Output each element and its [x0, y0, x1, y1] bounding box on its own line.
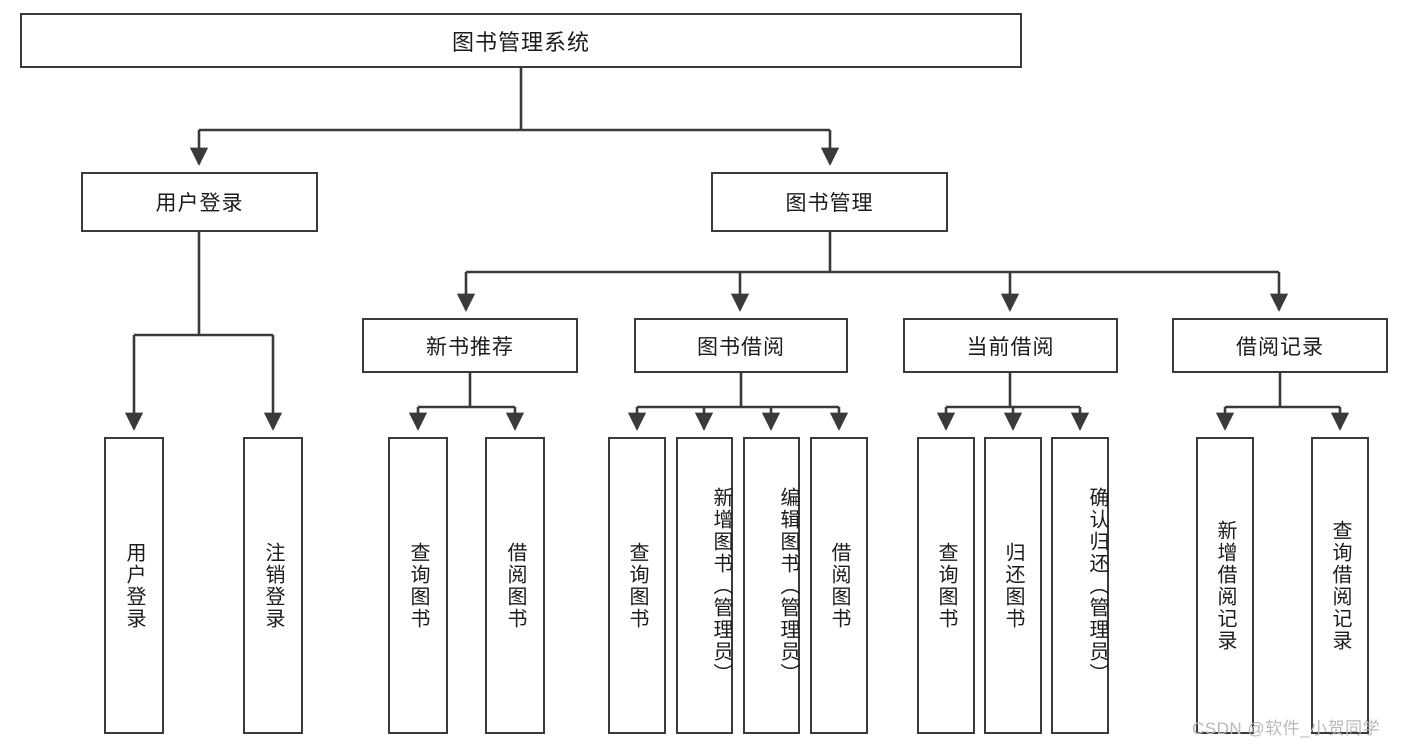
node-book-manage[interactable]: 图书管理 — [711, 172, 948, 232]
node-label: 查询借阅记录 — [1329, 519, 1351, 652]
node-label: 新增借阅记录 — [1214, 519, 1236, 652]
node-leaf-borrow-book[interactable]: 借阅图书 — [810, 437, 868, 734]
node-borrow-record[interactable]: 借阅记录 — [1172, 318, 1388, 373]
node-label: 用户登录 — [155, 192, 244, 215]
node-leaf-add-borrow-record[interactable]: 新增借阅记录 — [1196, 437, 1254, 734]
node-label: 注销登录 — [262, 541, 284, 630]
node-leaf-query-book-rec[interactable]: 查询图书 — [388, 437, 448, 734]
node-label: 借阅图书 — [504, 541, 526, 630]
node-label: 图书管理 — [785, 192, 874, 215]
node-leaf-query-book-current[interactable]: 查询图书 — [917, 437, 975, 734]
node-book-borrow[interactable]: 图书借阅 — [634, 318, 848, 373]
node-label: 新书推荐 — [426, 335, 514, 359]
node-label: 查询图书 — [935, 541, 957, 630]
node-new-book-recommend[interactable]: 新书推荐 — [362, 318, 578, 373]
node-leaf-query-book-borrow[interactable]: 查询图书 — [608, 437, 666, 734]
node-leaf-add-book-admin[interactable]: 新增图书（管理员） — [676, 437, 733, 734]
node-label: 查询图书 — [407, 541, 429, 630]
node-leaf-query-borrow-record[interactable]: 查询借阅记录 — [1311, 437, 1369, 734]
node-leaf-return-book[interactable]: 归还图书 — [984, 437, 1042, 734]
node-user-login[interactable]: 用户登录 — [81, 172, 318, 232]
node-leaf-logout[interactable]: 注销登录 — [243, 437, 303, 734]
node-label: 归还图书 — [1002, 541, 1024, 630]
node-label: 当前借阅 — [966, 335, 1055, 359]
node-root-system[interactable]: 图书管理系统 — [20, 13, 1022, 68]
node-leaf-user-login[interactable]: 用户登录 — [104, 437, 164, 734]
node-leaf-borrow-book-rec[interactable]: 借阅图书 — [485, 437, 545, 734]
node-label: 借阅记录 — [1236, 335, 1324, 359]
csdn-watermark: CSDN @软件_小贺同学 — [1192, 719, 1381, 738]
node-label: 查询图书 — [626, 541, 648, 630]
node-label: 借阅图书 — [828, 541, 850, 630]
node-label: 编辑图书（管理员） — [777, 486, 799, 685]
node-current-borrow[interactable]: 当前借阅 — [903, 318, 1118, 373]
node-label: 图书借阅 — [697, 335, 785, 359]
node-label: 确认归还（管理员） — [1086, 486, 1108, 685]
node-label: 新增图书（管理员） — [710, 486, 732, 685]
node-leaf-confirm-return-admin[interactable]: 确认归还（管理员） — [1051, 437, 1109, 734]
node-leaf-edit-book-admin[interactable]: 编辑图书（管理员） — [743, 437, 800, 734]
node-label: 用户登录 — [123, 541, 145, 630]
